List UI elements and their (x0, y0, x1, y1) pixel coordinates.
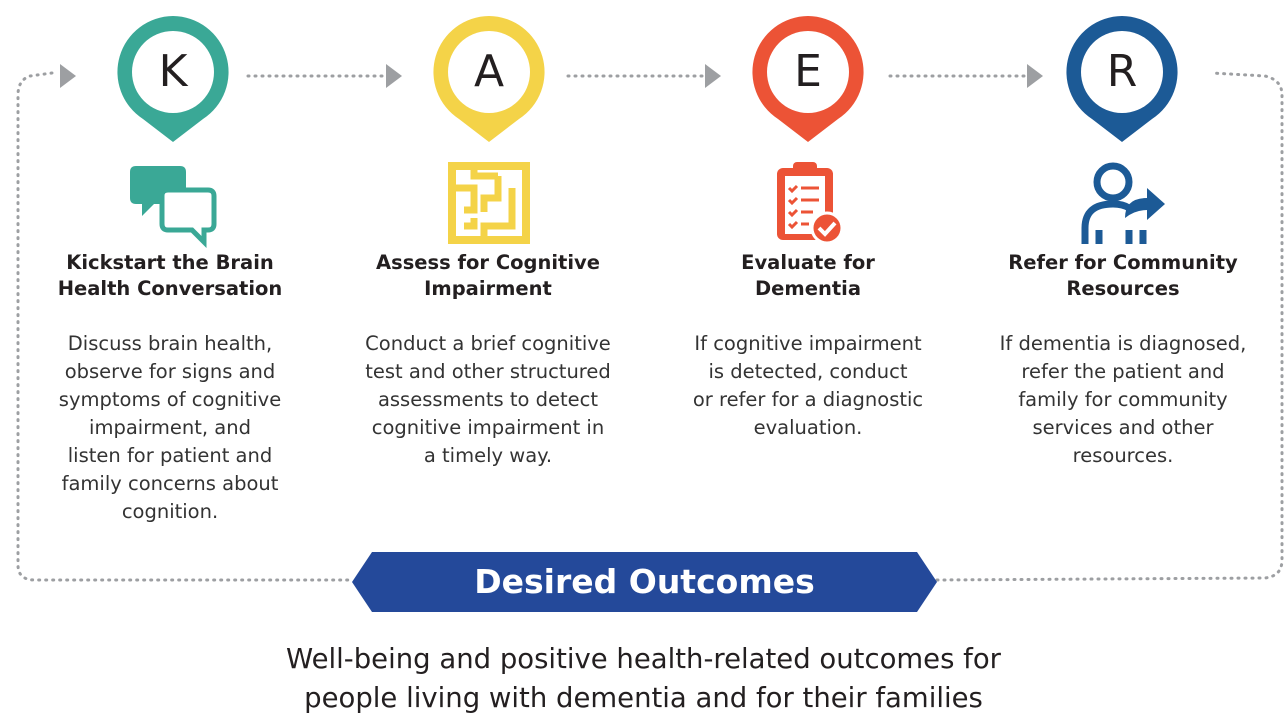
maze-icon (444, 158, 534, 248)
arrow-icon (1027, 64, 1043, 88)
step-letter: K (158, 46, 188, 97)
step-description: Discuss brain health, observe for signs a… (30, 330, 310, 526)
step-description-line: cognition. (121, 500, 219, 523)
map-pin-icon: K (113, 12, 233, 142)
step-description-line: If cognitive impairment (694, 332, 922, 355)
step-letter: A (473, 46, 505, 97)
step-description-line: or refer for a diagnostic (692, 388, 924, 411)
step-letter: R (1106, 46, 1138, 97)
step-description-line: Discuss brain health, (67, 332, 273, 355)
desired-outcomes-label: Desired Outcomes (474, 562, 815, 601)
step-title-line: Health Conversation (57, 277, 283, 300)
step-title-line: Resources (1066, 277, 1180, 300)
step-title-line: Evaluate for (741, 251, 875, 274)
clipboard-check-icon (763, 158, 853, 248)
map-pin-icon: A (429, 12, 549, 142)
chat-bubbles-icon (128, 158, 218, 249)
step-letter: E (794, 46, 822, 97)
loop-dotted-line (16, 71, 354, 582)
outcomes-line: Well-being and positive health-related o… (286, 643, 1001, 675)
step-description-line: impairment, and (89, 416, 251, 439)
step-title-line: Assess for Cognitive (376, 251, 600, 274)
step-description: If cognitive impairment is detected, cond… (668, 330, 948, 442)
step-description-line: assessments to detect (377, 388, 599, 411)
step-description-line: cognitive impairment in (371, 416, 605, 439)
map-pin-icon: R (1062, 12, 1182, 142)
step-title-line: Kickstart the Brain (66, 251, 274, 274)
step-title-line: Refer for Community (1008, 251, 1238, 274)
step-title-line: Impairment (424, 277, 552, 300)
step-description-line: symptoms of cognitive (58, 388, 282, 411)
step-description-line: is detected, conduct (708, 360, 908, 383)
step-description-line: resources. (1072, 444, 1174, 467)
step-description-line: a timely way. (423, 444, 553, 467)
step-description-line: family for community (1018, 388, 1228, 411)
arrow-icon (60, 64, 76, 88)
step-description-line: services and other (1032, 416, 1214, 439)
outcomes-text: Well-being and positive health-related o… (140, 640, 1147, 718)
step-description-line: listen for patient and (67, 444, 273, 467)
loop-dotted-line-right (935, 71, 1284, 582)
step-description-line: evaluation. (753, 416, 863, 439)
step-description: If dementia is diagnosed, refer the patie… (983, 330, 1263, 470)
step-title-line: Dementia (754, 277, 861, 300)
step-description-line: If dementia is diagnosed, (999, 332, 1247, 355)
step-description-line: test and other structured (365, 360, 611, 383)
arrow-icon (386, 64, 402, 88)
step-description-line: family concerns about (61, 472, 279, 495)
step-description-line: Conduct a brief cognitive (365, 332, 611, 355)
step-description-line: refer the patient and (1021, 360, 1225, 383)
step-description-line: observe for signs and (64, 360, 276, 383)
step-description: Conduct a brief cognitive test and other … (348, 330, 628, 470)
outcomes-line: people living with dementia and for thei… (304, 682, 983, 714)
desired-outcomes-banner (352, 552, 937, 612)
arrow-icon (705, 64, 721, 88)
map-pin-icon: E (748, 12, 868, 142)
person-referral-icon (1077, 158, 1167, 248)
